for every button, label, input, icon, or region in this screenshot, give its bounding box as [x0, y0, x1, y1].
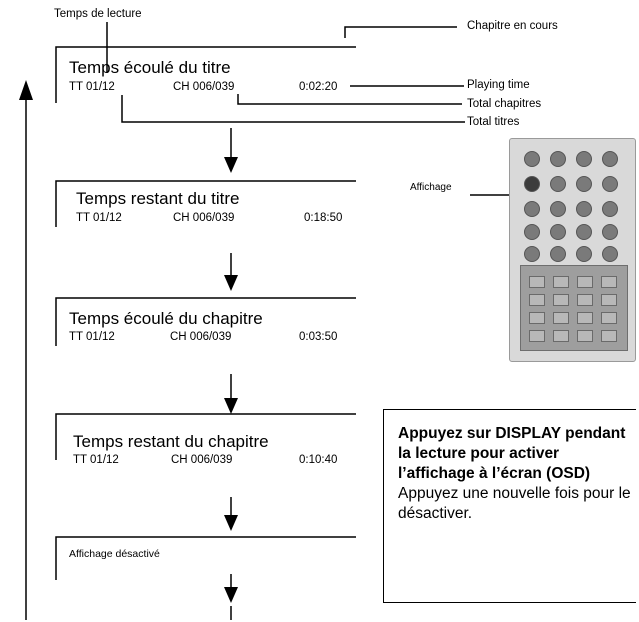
label-total-chapitres: Total chapitres — [467, 98, 542, 110]
instruction-bold: Appuyez sur DISPLAY pendant la lecture p… — [398, 425, 626, 482]
label-playing-time: Playing time — [467, 79, 530, 91]
instruction-normal: Appuyez une nouvelle fois pour le désact… — [398, 485, 631, 522]
panel-frame-5 — [55, 536, 356, 580]
callout-line-total-titres — [121, 95, 465, 123]
panel-2-title: Temps restant du titre — [76, 189, 240, 208]
panel-1-title: Temps écoulé du titre — [69, 58, 231, 77]
panel-frame-2 — [55, 180, 356, 227]
down-arrow-5 — [224, 587, 238, 603]
panel-4-tt: TT 01/12 — [73, 454, 119, 466]
panel-2-time: 0:18:50 — [304, 212, 343, 224]
down-arrow-4 — [224, 515, 238, 531]
label-temps-de-lecture: Temps de lecture — [54, 8, 142, 20]
panel-3-ch: CH 006/039 — [170, 331, 232, 343]
panel-3-time: 0:03:50 — [299, 331, 338, 343]
panel-1-ch: CH 006/039 — [173, 81, 235, 93]
instruction-box: Appuyez sur DISPLAY pendant la lecture p… — [383, 409, 636, 603]
panel-frame-3 — [55, 297, 356, 346]
panel-frame-1 — [55, 46, 356, 103]
panel-1-time: 0:02:20 — [299, 81, 338, 93]
down-arrow-2 — [224, 275, 238, 291]
panel-frame-4 — [55, 413, 356, 460]
callout-line-total-chapitres — [237, 94, 462, 105]
callout-line-chapitre-en-cours — [344, 26, 457, 38]
panel-3-title: Temps écoulé du chapitre — [69, 309, 263, 328]
panel-4-ch: CH 006/039 — [171, 454, 233, 466]
down-arrow-1 — [224, 157, 238, 173]
panel-4-time: 0:10:40 — [299, 454, 338, 466]
label-affichage: Affichage — [410, 182, 452, 193]
panel-5-title: Affichage désactivé — [69, 548, 160, 560]
panel-2-tt: TT 01/12 — [76, 212, 122, 224]
instruction-text: Appuyez sur DISPLAY pendant la lecture p… — [398, 424, 638, 524]
label-chapitre-en-cours: Chapitre en cours — [467, 20, 558, 32]
panel-1-tt: TT 01/12 — [69, 81, 115, 93]
remote-control-image — [509, 138, 636, 362]
panel-2-ch: CH 006/039 — [173, 212, 235, 224]
panel-4-title: Temps restant du chapitre — [73, 432, 269, 451]
panel-3-tt: TT 01/12 — [69, 331, 115, 343]
down-arrow-3 — [224, 398, 238, 414]
up-arrow-return — [19, 80, 33, 100]
display-button-icon — [524, 176, 540, 192]
label-total-titres: Total titres — [467, 116, 520, 128]
